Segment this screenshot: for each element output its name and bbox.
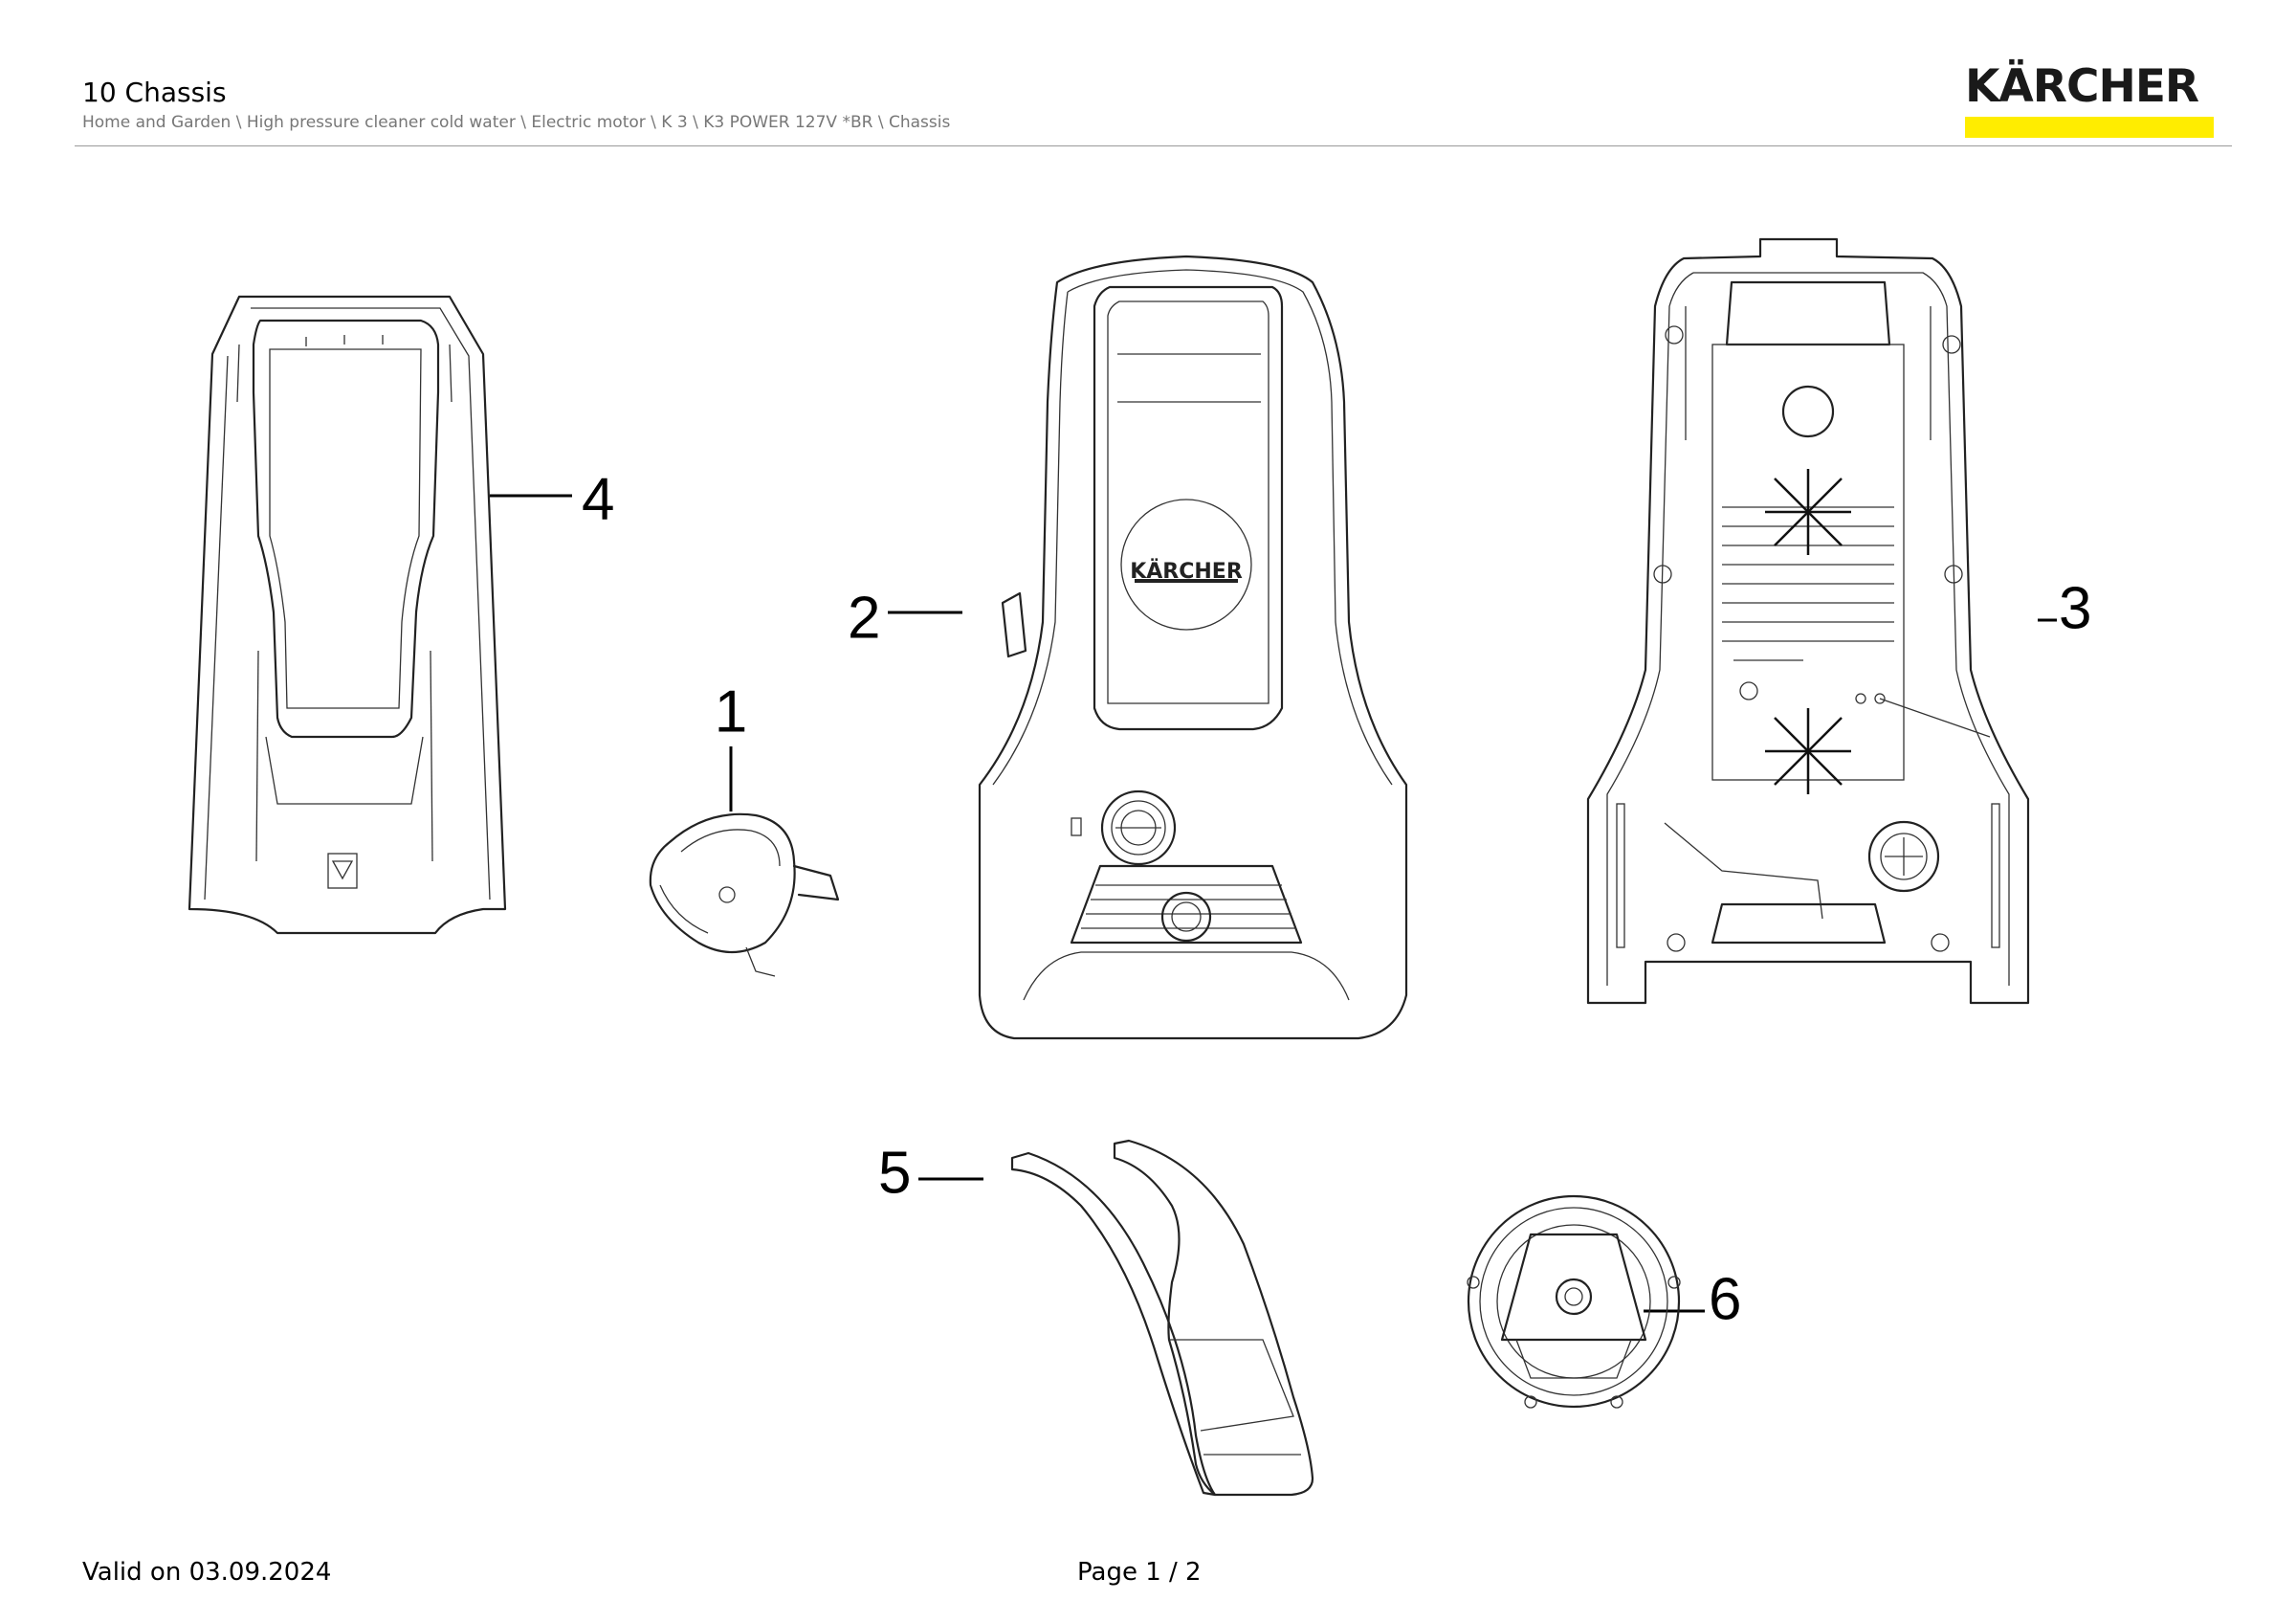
part-3-rear-housing: 3 xyxy=(1586,237,2091,1005)
logo-text: KÄRCHER xyxy=(1965,60,2199,113)
header-divider xyxy=(75,145,2232,146)
part-1-knob: 1 xyxy=(649,678,840,977)
callout-4: 4 xyxy=(582,466,614,532)
part-2-front-housing: 2 KÄRCHER xyxy=(848,255,1408,1040)
karcher-logo: KÄRCHER xyxy=(1965,63,2214,138)
callout-2: 2 xyxy=(848,585,880,651)
page-number: Page 1 / 2 xyxy=(1077,1558,1202,1587)
page-title: 10 Chassis xyxy=(82,77,227,108)
part-4-front-cover: 4 xyxy=(188,295,614,935)
part-6-base-cap: 6 xyxy=(1467,1194,1741,1409)
breadcrumb: Home and Garden \ High pressure cleaner … xyxy=(82,113,951,132)
callout-5: 5 xyxy=(878,1140,911,1206)
logo-yellow-bar xyxy=(1965,117,2214,138)
callout-3: 3 xyxy=(2059,575,2091,641)
callout-1: 1 xyxy=(715,678,747,745)
valid-date: Valid on 03.09.2024 xyxy=(82,1558,332,1587)
part-5-side-strip: 5 xyxy=(878,1139,1314,1497)
callout-6: 6 xyxy=(1709,1266,1741,1332)
